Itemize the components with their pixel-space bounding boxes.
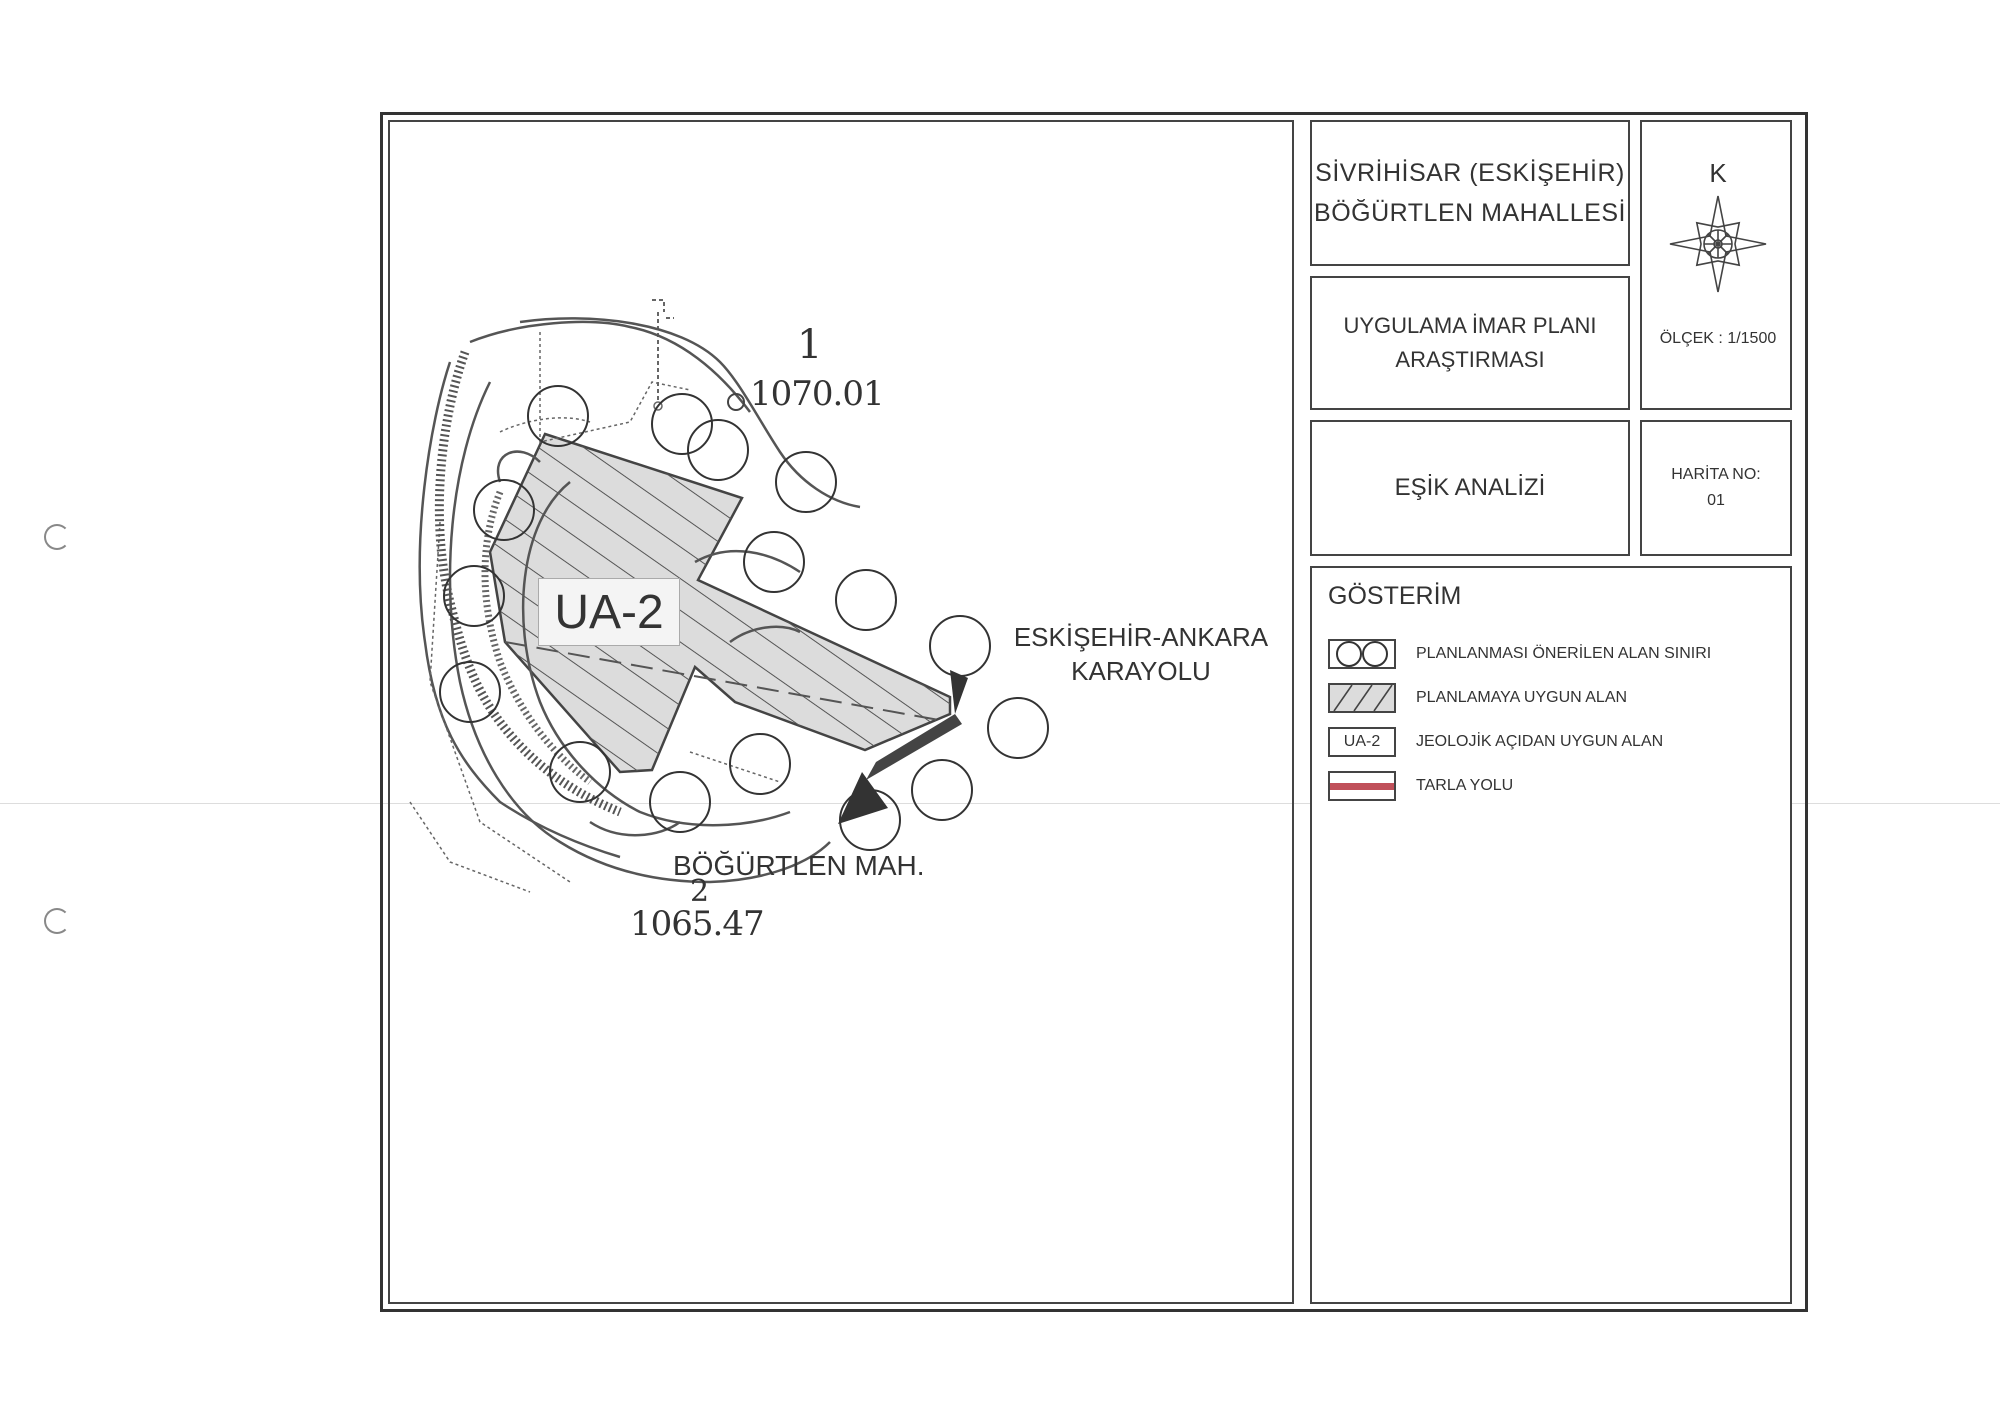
double-circle-icon — [1328, 639, 1396, 669]
dotted-boundary — [409, 332, 781, 893]
ua2-symbol: UA-2 — [1328, 727, 1396, 757]
legend-item: PLANLANMASI ÖNERİLEN ALAN SINIRI — [1328, 636, 1711, 672]
contour-lines — [418, 317, 861, 884]
road-label-line1: ESKİŞEHİR-ANKARA — [1013, 622, 1269, 652]
legend-block: GÖSTERİM PLANLANMASI ÖNERİLEN ALAN SINIR… — [1310, 566, 1792, 1304]
road-segment — [866, 714, 962, 780]
ridge-band — [434, 350, 622, 817]
village-label: BÖĞÜRTLEN MAH. — [673, 850, 925, 881]
road-arrow-ne-icon — [950, 670, 968, 714]
point1-elevation: 1070.01 — [750, 374, 885, 414]
map-number-value: 01 — [1707, 492, 1725, 509]
analysis-title: EŞİK ANALİZİ — [1394, 474, 1546, 501]
title-line-1: SİVRİHİSAR (ESKİŞEHİR) — [1315, 159, 1625, 187]
punch-hole-icon — [44, 524, 70, 550]
legend-label: PLANLAMAYA UYGUN ALAN — [1416, 689, 1628, 706]
title-block: SİVRİHİSAR (ESKİŞEHİR) BÖĞÜRTLEN MAHALLE… — [1310, 120, 1630, 266]
hatch-icon — [1328, 683, 1396, 713]
plan-line-1: UYGULAMA İMAR PLANI — [1343, 313, 1597, 338]
flag-structure — [652, 299, 674, 402]
compass-block: K ÖLÇEK : 1/1500 — [1640, 120, 1792, 410]
point2-elevation: 1065.47 — [630, 904, 765, 944]
title-line-2: BÖĞÜRTLEN MAHALLESİ — [1314, 199, 1626, 227]
map-number-label: HARİTA NO: — [1671, 466, 1761, 483]
point2-number: 2 — [690, 874, 710, 909]
legend-label: PLANLANMASI ÖNERİLEN ALAN SINIRI — [1416, 645, 1712, 662]
survey-point-icon — [727, 393, 745, 411]
road-line-icon — [1328, 771, 1396, 801]
sheet-frame — [380, 112, 1808, 1312]
point1-number: 1 — [797, 322, 823, 368]
map-number-block: HARİTA NO: 01 — [1640, 420, 1792, 556]
north-letter: K — [1709, 158, 1727, 188]
hatch-fill — [490, 434, 950, 772]
legend-item: TARLA YOLU — [1328, 768, 1513, 804]
road-label-line2: KARAYOLU — [1071, 656, 1211, 686]
legend-item: UA-2 JEOLOJİK AÇIDAN UYGUN ALAN — [1328, 724, 1663, 760]
road-label: ESKİŞEHİR-ANKARA KARAYOLU — [996, 620, 1286, 688]
legend-label: TARLA YOLU — [1416, 777, 1514, 794]
area-label-ua2: UA-2 — [538, 578, 680, 646]
scale-text: ÖLÇEK : 1/1500 — [1659, 330, 1777, 347]
plan-line-2: ARAŞTIRMASI — [1395, 347, 1545, 372]
legend-item: PLANLAMAYA UYGUN ALAN — [1328, 680, 1627, 716]
legend-title: GÖSTERİM — [1328, 582, 1462, 610]
area-label-text: UA-2 — [554, 585, 664, 639]
map-drawing — [409, 299, 1049, 893]
analysis-block: EŞİK ANALİZİ — [1310, 420, 1630, 556]
ua2-symbol-text: UA-2 — [1343, 733, 1381, 750]
map-panel: UA-2 1 1070.01 ESKİŞEHİR-ANKARA KARAYOLU… — [388, 120, 1294, 1304]
legend-label: JEOLOJİK AÇIDAN UYGUN ALAN — [1416, 733, 1664, 750]
punch-hole-icon — [44, 908, 70, 934]
road-arrow-sw-icon — [838, 772, 888, 824]
boundary-circles — [439, 385, 1049, 851]
road-line-swatch — [1330, 782, 1394, 790]
fold-line — [0, 803, 2000, 804]
plan-block: UYGULAMA İMAR PLANI ARAŞTIRMASI — [1310, 276, 1630, 410]
section-line — [504, 641, 951, 723]
compass-rose-icon — [1669, 195, 1767, 293]
